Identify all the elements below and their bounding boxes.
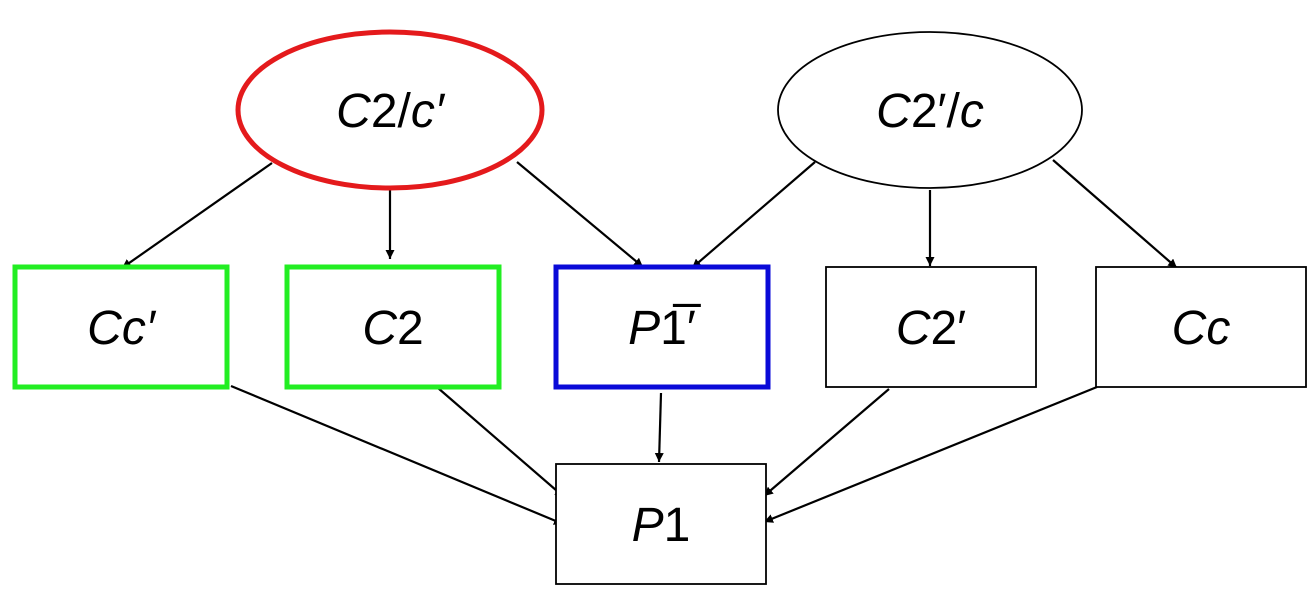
node-c2-prime-c: C2′/c xyxy=(777,31,1083,189)
node-label-part: C xyxy=(876,85,911,138)
node-c2c-prime: C2/c′ xyxy=(235,29,545,191)
node-label: C2′/c xyxy=(876,85,984,138)
node-cc-prime-rect xyxy=(12,264,230,390)
node-label-part: 2 xyxy=(397,302,424,355)
node-c2-prime-rect xyxy=(825,266,1037,388)
edge-c2-prime-to-p1 xyxy=(763,388,890,497)
node-label: C2/c′ xyxy=(336,85,446,138)
node-label-part: c xyxy=(960,85,984,138)
node-c2c-prime-ellipse xyxy=(235,29,545,191)
edge-c2c-prime-to-cc-prime xyxy=(121,162,273,269)
node-label-part: 1 xyxy=(664,499,691,552)
node-c2-rect xyxy=(284,264,502,390)
node-label: P1̅′ xyxy=(628,302,701,355)
edge-c2-to-p1 xyxy=(437,387,565,498)
node-label-part: c′ xyxy=(411,85,446,138)
node-c2: C2 xyxy=(284,264,502,390)
node-cc-prime: Cc′ xyxy=(12,264,230,390)
node-label-part: C xyxy=(362,302,397,355)
node-label: C2′ xyxy=(896,302,966,355)
node-label-part: C xyxy=(336,85,371,138)
node-label-part: 2′/ xyxy=(911,85,961,138)
node-p1: P1 xyxy=(555,463,767,585)
node-label-part: 2/ xyxy=(371,85,412,138)
node-cc: Cc xyxy=(1095,266,1307,388)
node-label-part: P xyxy=(632,499,664,552)
node-c2-prime: C2′ xyxy=(825,266,1037,388)
node-label-part: C xyxy=(896,302,931,355)
node-cc-rect xyxy=(1095,266,1307,388)
edge-c2-prime-c-to-p1bar-prime xyxy=(691,161,816,269)
edge-c2-prime-c-to-cc xyxy=(1052,159,1178,269)
node-p1-rect xyxy=(555,463,767,585)
edge-cc-prime-to-p1 xyxy=(230,384,564,526)
edges xyxy=(121,159,1178,526)
node-label: P1 xyxy=(632,499,691,552)
node-label-part: 1̅′ xyxy=(660,302,701,355)
node-label: Cc xyxy=(1172,302,1231,355)
node-label-part: Cc′ xyxy=(87,302,157,355)
node-c2-prime-c-ellipse xyxy=(777,31,1083,189)
edge-cc-to-p1 xyxy=(763,385,1098,524)
node-p1bar-prime-rect xyxy=(553,264,771,390)
node-label: Cc′ xyxy=(87,302,157,355)
edge-p1bar-prime-to-p1 xyxy=(654,392,664,463)
edge-c2c-prime-to-p1bar-prime xyxy=(516,161,644,268)
node-label: C2 xyxy=(362,302,423,355)
node-label-part: 2′ xyxy=(930,302,966,355)
node-label-part: P xyxy=(628,302,660,355)
node-p1bar-prime: P1̅′ xyxy=(553,264,771,390)
node-label-part: Cc xyxy=(1172,302,1231,355)
